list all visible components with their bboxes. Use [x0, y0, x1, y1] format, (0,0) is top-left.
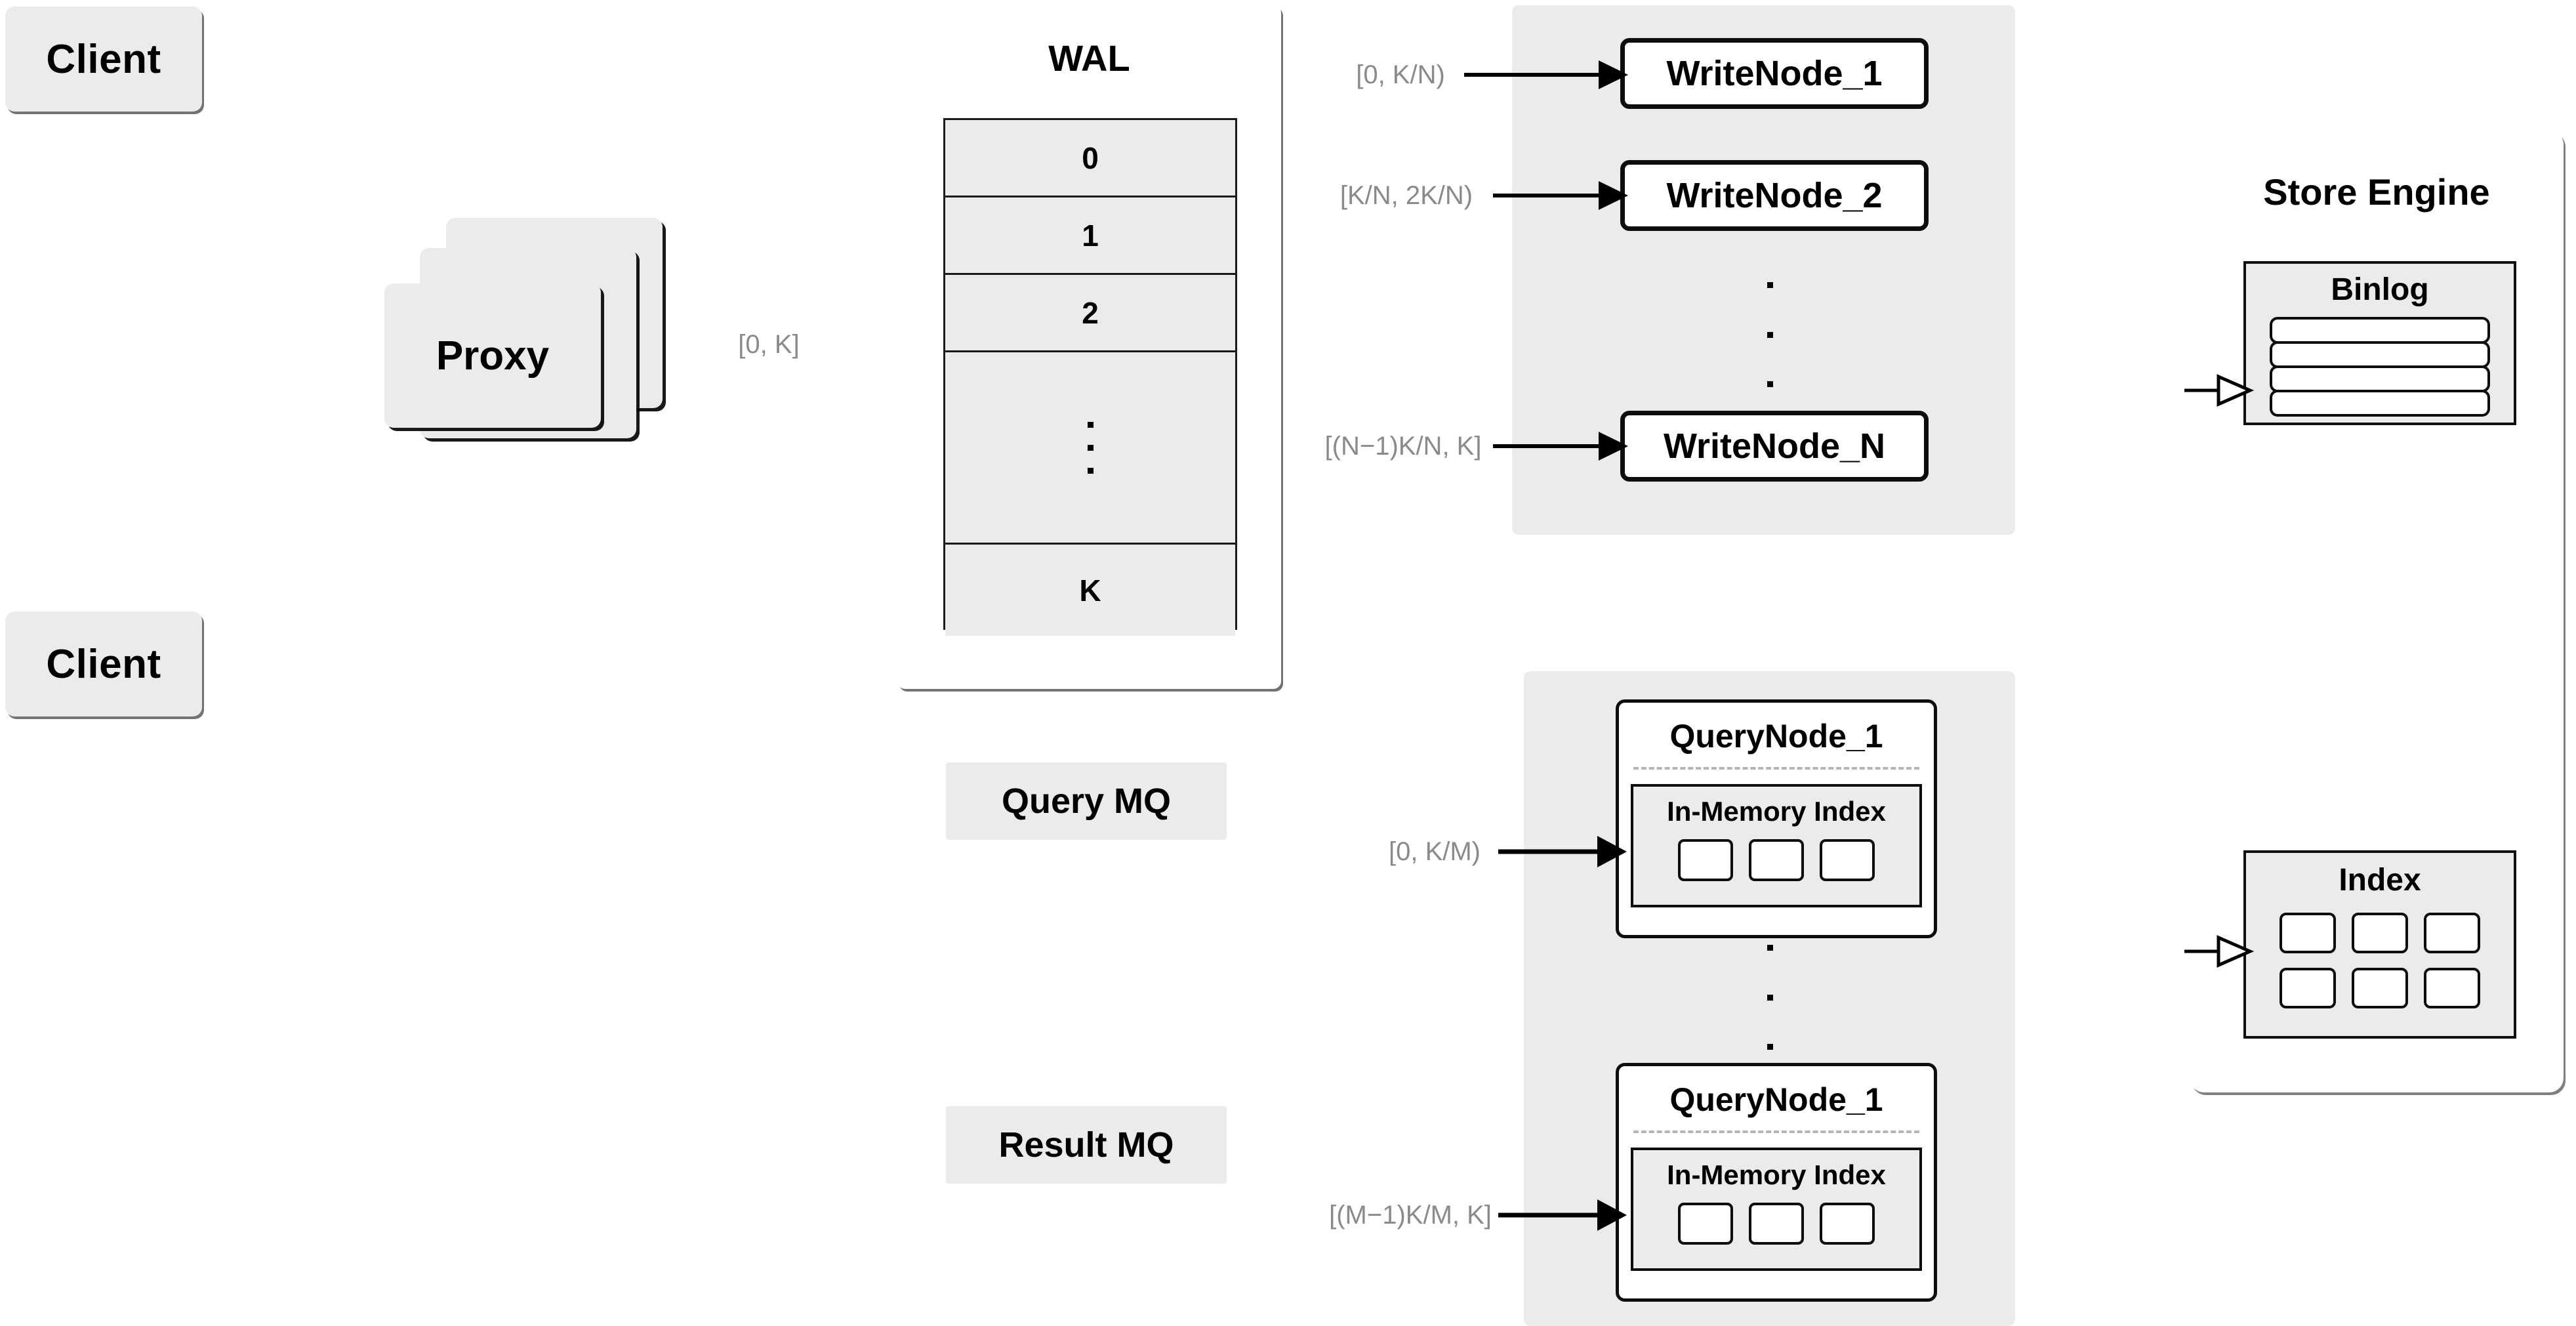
index-cell[interactable]: [2352, 968, 2408, 1008]
client-label: Client: [46, 36, 161, 82]
store-engine-title: Store Engine: [2263, 171, 2490, 213]
client-box-2[interactable]: Client: [5, 611, 202, 716]
in-memory-index-1-cells: [1633, 839, 1919, 881]
query-mq-label: Query MQ: [1001, 781, 1172, 821]
client-box-1[interactable]: Client: [5, 7, 202, 112]
binlog-rows: [2270, 317, 2490, 417]
binlog-title: Binlog: [2331, 272, 2429, 307]
write-node-2[interactable]: WriteNode_2: [1620, 160, 1929, 231]
binlog-row[interactable]: [2270, 341, 2490, 368]
index-cell[interactable]: [2424, 913, 2480, 953]
proxy-range-chip: [0, K]: [727, 318, 811, 371]
query-node-2-divider: [1633, 1130, 1919, 1133]
ellipsis-dot: [1087, 444, 1094, 451]
wal-title: WAL: [1048, 37, 1130, 79]
result-mq-label: Result MQ: [998, 1125, 1174, 1165]
query-mq-box[interactable]: Query MQ: [946, 762, 1227, 840]
ellipsis-dot: [1767, 282, 1773, 288]
wal-row-ellipsis: [945, 352, 1235, 545]
index-grid-row: [2280, 968, 2480, 1008]
ellipsis-dot: [1767, 381, 1773, 387]
query-node-1-range-chip: [0, K/M): [1375, 832, 1494, 871]
arrow-to-binlog: [2184, 374, 2255, 407]
in-memory-index-1: In-Memory Index: [1631, 784, 1922, 907]
index-title: Index: [2339, 863, 2421, 898]
binlog-row[interactable]: [2270, 365, 2490, 392]
index-panel: Index: [2243, 850, 2516, 1039]
write-node-1[interactable]: WriteNode_1: [1620, 38, 1929, 109]
query-node-ellipsis: [1763, 945, 1776, 1050]
wal-row-0: 0: [945, 120, 1235, 197]
ellipsis-dot: [1767, 994, 1773, 1001]
binlog-panel: Binlog: [2243, 261, 2516, 425]
index-cell[interactable]: [2424, 968, 2480, 1008]
index-grid: [2246, 913, 2514, 1008]
ellipsis-dot: [1767, 1044, 1773, 1050]
write-node-n-label: WriteNode_N: [1663, 426, 1886, 466]
index-cell[interactable]: [1820, 1203, 1875, 1245]
query-node-2-range-chip: [(M−1)K/M, K]: [1325, 1195, 1496, 1235]
index-cell[interactable]: [2280, 968, 2336, 1008]
arrow-to-query-node-2: [1498, 1199, 1627, 1231]
write-node-2-range-chip: [K/N, 2K/N): [1324, 176, 1489, 215]
write-node-2-label: WriteNode_2: [1666, 176, 1883, 215]
wal-row-2: 2: [945, 275, 1235, 352]
arrow-to-write-node-n: [1493, 432, 1628, 461]
arrow-to-write-node-1: [1464, 60, 1628, 89]
wal-row-k: K: [945, 545, 1235, 636]
index-cell[interactable]: [1820, 839, 1875, 881]
ellipsis-dot: [1767, 331, 1773, 338]
wal-row-1: 1: [945, 197, 1235, 275]
index-cell[interactable]: [1749, 839, 1804, 881]
store-engine-panel: Store Engine Binlog Index: [2190, 130, 2564, 1092]
query-node-1-divider: [1633, 767, 1919, 770]
in-memory-index-2: In-Memory Index: [1631, 1148, 1922, 1271]
wal-table: 0 1 2 K: [943, 118, 1237, 636]
write-node-ellipsis: [1763, 282, 1776, 387]
index-cell[interactable]: [1678, 839, 1733, 881]
proxy-label: Proxy: [436, 333, 550, 379]
query-node-2-title: QueryNode_1: [1669, 1081, 1883, 1118]
ellipsis-dot: [1087, 467, 1094, 474]
arrow-to-write-node-2: [1493, 181, 1628, 210]
arrow-to-query-node-1: [1498, 836, 1627, 867]
client-label: Client: [46, 641, 161, 687]
in-memory-index-1-title: In-Memory Index: [1667, 796, 1886, 827]
write-node-1-range-chip: [0, K/N): [1342, 55, 1459, 94]
in-memory-index-2-cells: [1633, 1203, 1919, 1245]
index-grid-row: [2280, 913, 2480, 953]
in-memory-index-2-title: In-Memory Index: [1667, 1159, 1886, 1190]
write-node-1-label: WriteNode_1: [1666, 54, 1883, 93]
binlog-row[interactable]: [2270, 390, 2490, 417]
arrow-to-index: [2184, 935, 2255, 968]
index-cell[interactable]: [1678, 1203, 1733, 1245]
index-cell[interactable]: [2280, 913, 2336, 953]
result-mq-box[interactable]: Result MQ: [946, 1106, 1227, 1184]
index-cell[interactable]: [1749, 1203, 1804, 1245]
ellipsis-dot: [1087, 421, 1094, 428]
query-node-1-title: QueryNode_1: [1669, 718, 1883, 755]
proxy-card[interactable]: Proxy: [384, 283, 601, 428]
write-node-n-range-chip: [(N−1)K/N, K]: [1317, 426, 1489, 466]
write-node-n[interactable]: WriteNode_N: [1620, 411, 1929, 482]
query-node-2[interactable]: QueryNode_1 In-Memory Index: [1616, 1063, 1937, 1302]
binlog-row[interactable]: [2270, 317, 2490, 344]
ellipsis-dot: [1767, 945, 1773, 951]
query-node-1[interactable]: QueryNode_1 In-Memory Index: [1616, 699, 1937, 938]
wal-panel: WAL 0 1 2 K: [897, 5, 1281, 689]
index-cell[interactable]: [2352, 913, 2408, 953]
